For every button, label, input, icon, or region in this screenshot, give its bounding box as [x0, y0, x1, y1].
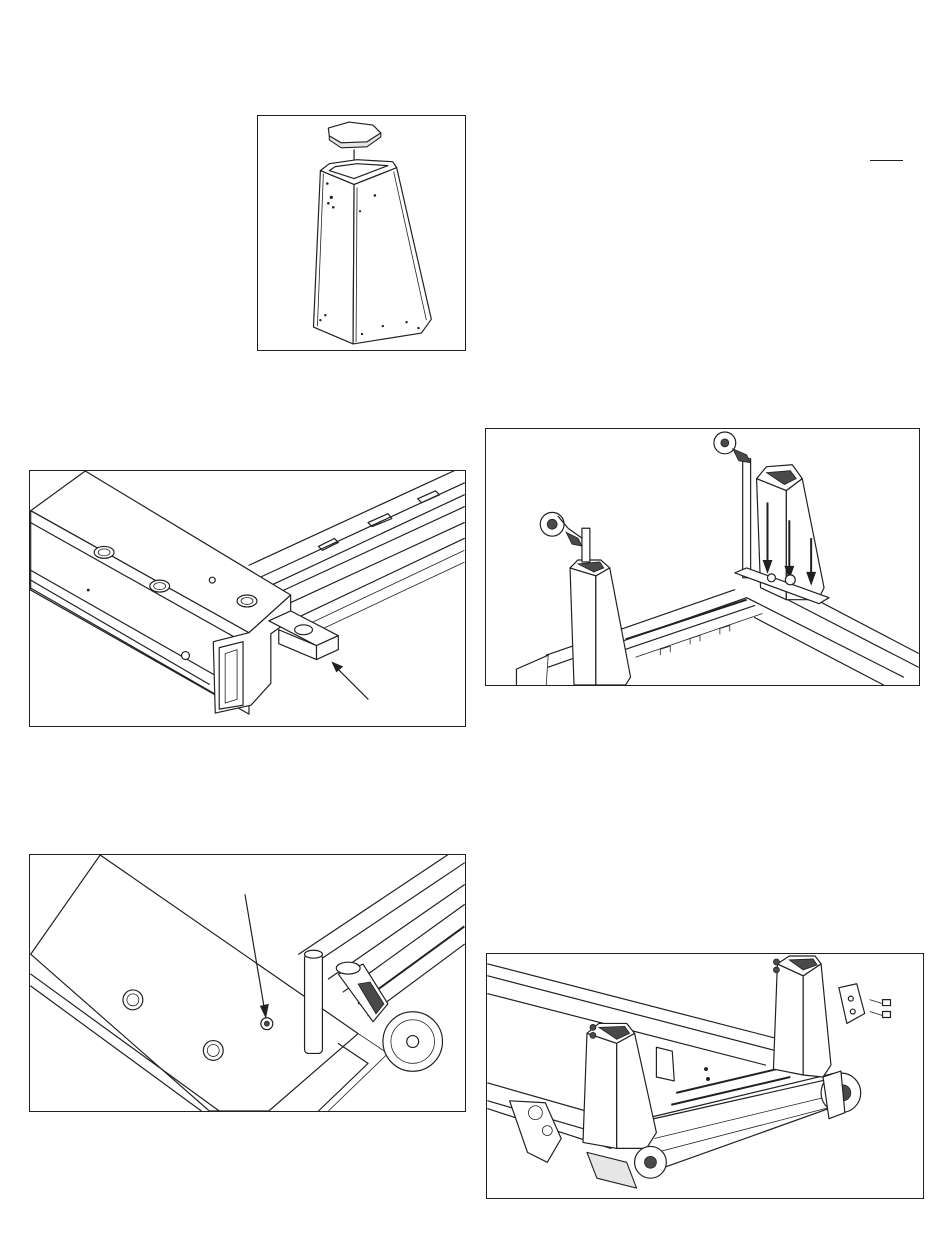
left-tower-side: [617, 1033, 657, 1148]
frame-brackets-drawing: [487, 954, 923, 1198]
front-foot: [587, 1152, 637, 1188]
figure-rail-insert: [29, 470, 466, 727]
right-tower-front: [773, 964, 803, 1075]
beam-hole: [237, 595, 257, 607]
rail-hole-pulley-drawing: [30, 855, 465, 1111]
pulley-post: [305, 954, 323, 1053]
right-bracket: [839, 984, 865, 1024]
leader-line: [334, 665, 368, 699]
rail-slot: [368, 514, 392, 527]
figure-frame-brackets: [486, 953, 924, 1199]
tower-side: [353, 168, 431, 344]
left-tower-side: [596, 568, 631, 685]
towers-bolt-down-drawing: [486, 429, 919, 685]
rail-hole: [123, 990, 143, 1010]
underline-mark: [870, 160, 903, 161]
rail-hole: [203, 1041, 223, 1061]
tower-front: [313, 171, 354, 344]
beam-hole: [150, 580, 170, 592]
figure-towers-bolt-down: [485, 428, 920, 686]
beam-hole: [94, 546, 114, 558]
insert-bar-hole: [295, 625, 313, 635]
left-bracket: [656, 1047, 674, 1081]
right-tower-side: [803, 964, 831, 1077]
tower-cap-drawing: [258, 116, 465, 350]
front-rail: [637, 1079, 845, 1170]
left-tower-front: [570, 568, 596, 685]
figure-rail-hole-pulley: [29, 854, 466, 1112]
figure-tower-cap: [257, 115, 466, 351]
rail-slot: [318, 538, 338, 550]
left-tower-front: [583, 1033, 617, 1148]
rail-slot: [418, 491, 440, 503]
left-end-plate: [510, 1101, 562, 1162]
rail-insert-drawing: [30, 471, 465, 726]
